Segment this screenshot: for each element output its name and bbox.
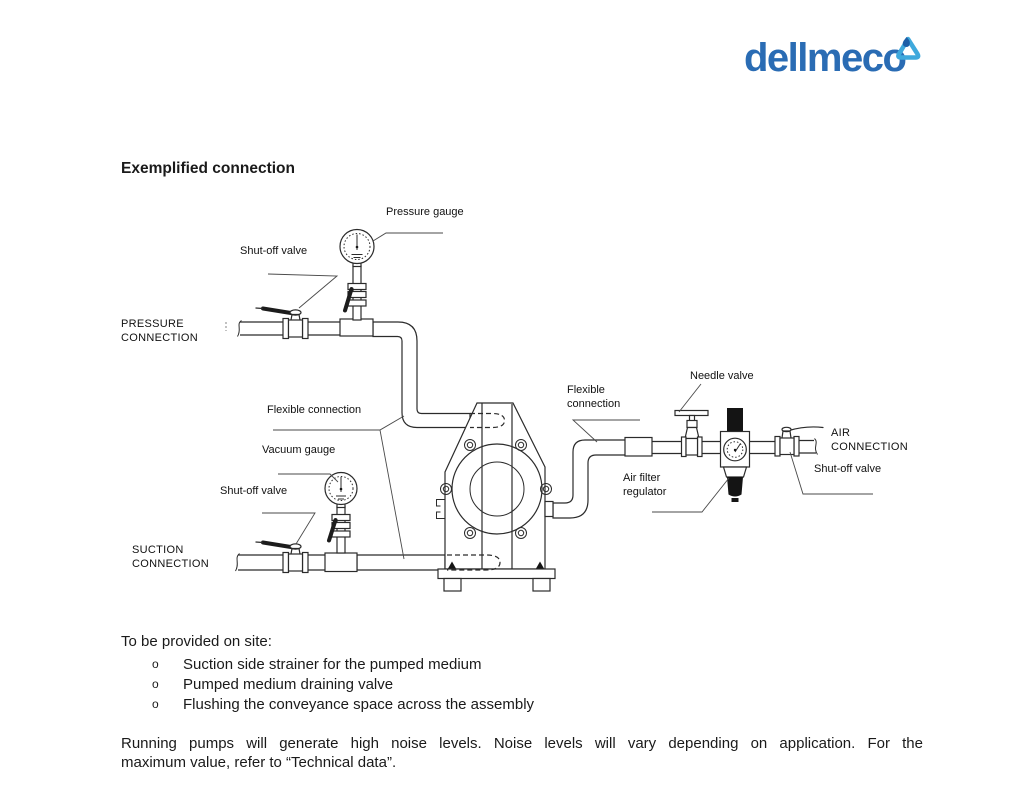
pressure-connection-line1: PRESSURE [121,318,184,330]
pump-air-port [544,500,554,518]
suction-tee-coupling [324,552,358,573]
gauge-valve-lever [327,518,338,543]
leader-lines [225,232,873,560]
noise-note-line1: Running pumps will generate high noise l… [121,735,923,752]
flexible-connection-right-label: Flexible connection [567,384,620,411]
pump-suction-port-dashed [447,554,501,571]
pipe-break-mark [235,553,240,572]
air-connection-line2: CONNECTION [831,440,908,453]
suction-line [235,471,358,574]
air-hose [552,439,628,519]
diaphragm-pump [436,402,556,592]
air-filter-regulator [719,408,751,502]
list-item-text: Suction side strainer for the pumped med… [183,656,482,673]
list-item-text: Pumped medium draining valve [183,676,394,693]
pump-chamber-inner [469,461,525,517]
flexible-connection-right-line2: connection [567,397,621,410]
air-connection-label: AIR CONNECTION [831,427,908,454]
pressure-hose [372,321,471,429]
flexible-connection-left-label: Flexible connection [267,404,362,416]
air-line [624,408,824,502]
suction-connection-label: SUCTION CONNECTION [132,544,209,571]
shut-off-valve-pressure [255,306,309,340]
suction-connection-line2: CONNECTION [132,557,209,570]
shut-off-valve-suction [255,540,309,574]
air-filter-line2: regulator [623,485,667,498]
list-item: o Flushing the conveyance space across t… [152,696,534,713]
pressure-connection-line2: CONNECTION [121,331,198,344]
noise-note-line2: maximum value, refer to “Technical data”… [121,754,397,771]
gauge-valve-lever [343,287,354,313]
air-connection-line1: AIR [831,427,851,439]
pump-bolts [440,439,552,539]
shut-off-valve-top-label: Shut-off valve [240,245,308,257]
list-item: o Pumped medium draining valve [152,676,393,693]
air-filter-line1: Air filter [623,472,661,484]
vacuum-gauge-assembly [324,471,358,554]
shut-off-valve-suction-label: Shut-off valve [220,485,288,497]
vacuum-gauge-label: Vacuum gauge [262,444,336,456]
pipe-break-mark [237,320,242,337]
pressure-gauge-label: Pressure gauge [386,206,464,218]
list-item: o Suction side strainer for the pumped m… [152,656,481,673]
flexible-connection-right-line1: Flexible [567,384,605,396]
logo-droplet-icon [896,36,921,60]
needle-valve-label: Needle valve [690,370,754,382]
dellmeco-logo: dellmeco [744,36,907,80]
bullet-marker: o [152,677,159,691]
list-item-text: Flushing the conveyance space across the… [183,696,535,713]
air-hose-coupling [624,436,653,457]
pump-inlet-port-dashed [470,412,506,429]
air-filter-regulator-label: Air filter regulator [623,472,666,499]
suction-connection-line1: SUCTION [132,544,184,556]
pump-foot-left [443,577,462,592]
suction-hose [356,554,446,571]
pipe-break-mark [814,438,818,455]
bullet-marker: o [152,697,159,711]
pump-foot-right [532,577,551,592]
pressure-gauge-assembly [339,228,375,321]
pressure-connection-label: PRESSURE CONNECTION [121,318,198,345]
pressure-line [237,228,375,340]
bullet-marker: o [152,657,159,671]
needle-valve [674,409,709,458]
shut-off-valve-air-label: Shut-off valve [814,463,882,475]
shut-off-valve-air [774,426,824,457]
pressure-tee-coupling [339,318,374,337]
pump-left-bracket [436,499,445,519]
page-title: Exemplified connection [121,160,295,177]
provision-intro: To be provided on site: [121,633,272,650]
